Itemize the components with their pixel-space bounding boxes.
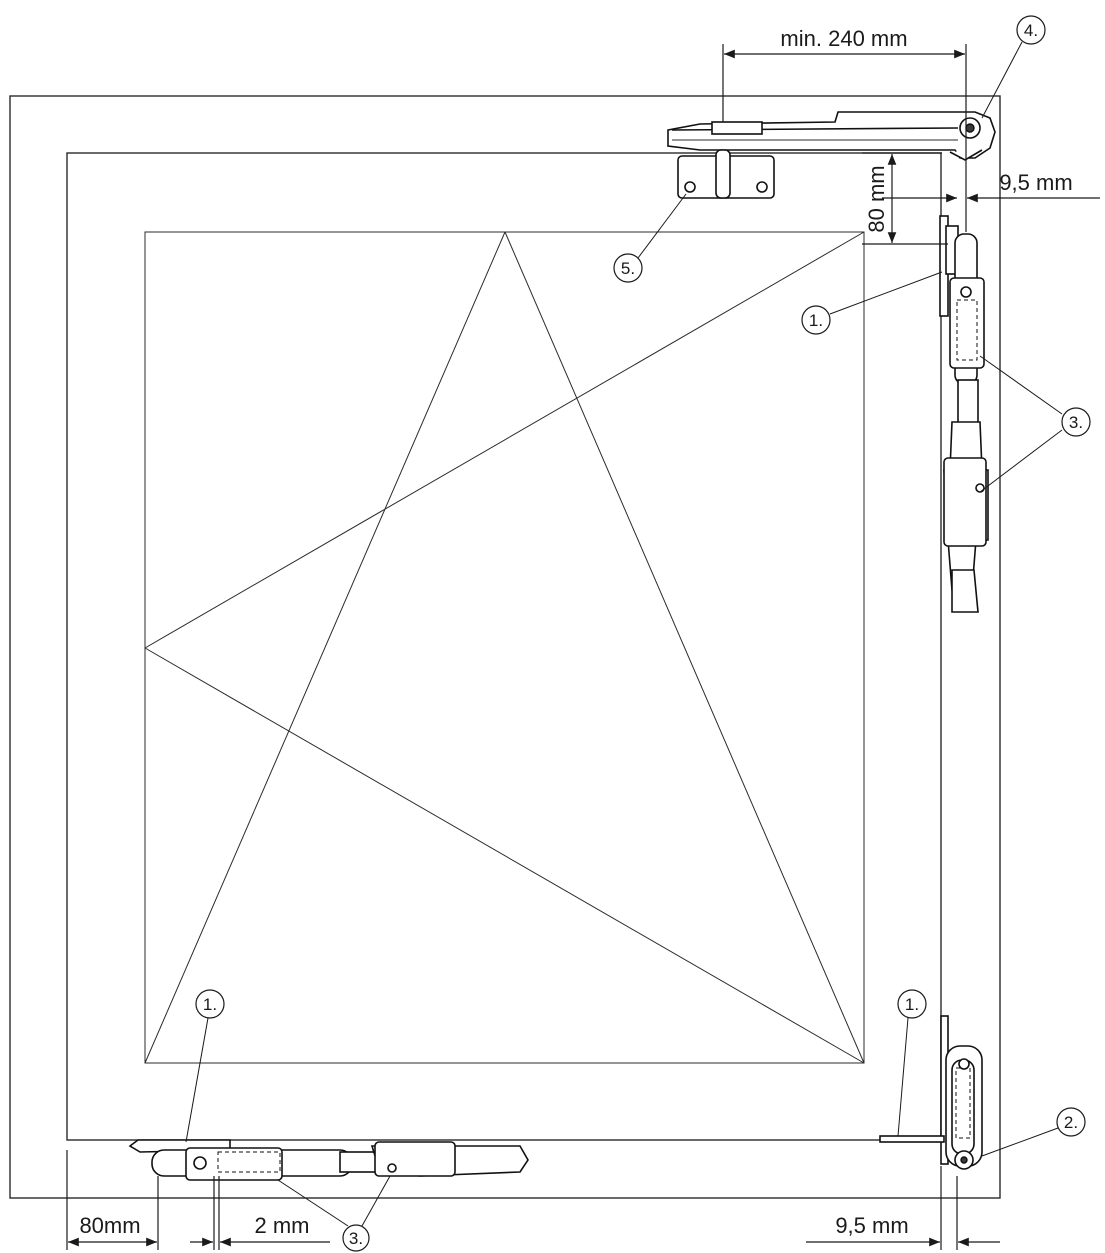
svg-text:3.: 3. xyxy=(349,1229,363,1248)
callout-3-bottom: 3. xyxy=(277,1175,391,1252)
callout-3-right: 3. xyxy=(979,355,1091,493)
dimension-80-bottom: 80mm xyxy=(66,1150,159,1250)
dimension-2-bottom: 2 mm xyxy=(190,1176,330,1250)
dimension-9-5-top-label: 9,5 mm xyxy=(999,170,1072,195)
sash-frame xyxy=(66,152,942,1141)
dimension-80-bottom-label: 80mm xyxy=(79,1213,140,1238)
dimension-9-5-bottom: 9,5 mm xyxy=(806,1166,1000,1250)
top-stay-arm xyxy=(667,111,996,161)
svg-text:1.: 1. xyxy=(203,995,217,1014)
dimension-9-5-top: 9,5 mm xyxy=(882,170,1100,203)
dimension-min-240-label: min. 240 mm xyxy=(780,26,907,51)
dimension-80-top-label: 80 mm xyxy=(864,165,889,232)
svg-text:4.: 4. xyxy=(1024,21,1038,40)
dimension-2-bottom-label: 2 mm xyxy=(255,1213,310,1238)
top-keeper xyxy=(677,149,775,199)
dimension-80-top: 80 mm xyxy=(862,152,948,245)
callout-1-right-top: 1. xyxy=(801,271,943,335)
opening-lines xyxy=(144,231,865,1064)
callout-1-bottom-right: 1. xyxy=(897,989,927,1137)
bottom-stay-assembly xyxy=(128,1139,529,1181)
outer-frame xyxy=(9,95,1001,1199)
callout-4: 4. xyxy=(981,15,1046,119)
svg-text:1.: 1. xyxy=(809,311,823,330)
right-hinge-assembly xyxy=(939,215,989,613)
bottom-right-hinge xyxy=(879,1015,983,1170)
callout-5: 5. xyxy=(613,193,687,283)
svg-text:3.: 3. xyxy=(1069,413,1083,432)
callout-2: 2. xyxy=(981,1107,1086,1157)
svg-text:1.: 1. xyxy=(905,995,919,1014)
glass-pane xyxy=(144,231,865,1064)
svg-text:5.: 5. xyxy=(621,259,635,278)
dimension-min-240: min. 240 mm xyxy=(722,26,967,232)
callout-1-bottom-left: 1. xyxy=(185,989,225,1143)
dimension-9-5-bottom-label: 9,5 mm xyxy=(835,1213,908,1238)
svg-text:2.: 2. xyxy=(1064,1113,1078,1132)
